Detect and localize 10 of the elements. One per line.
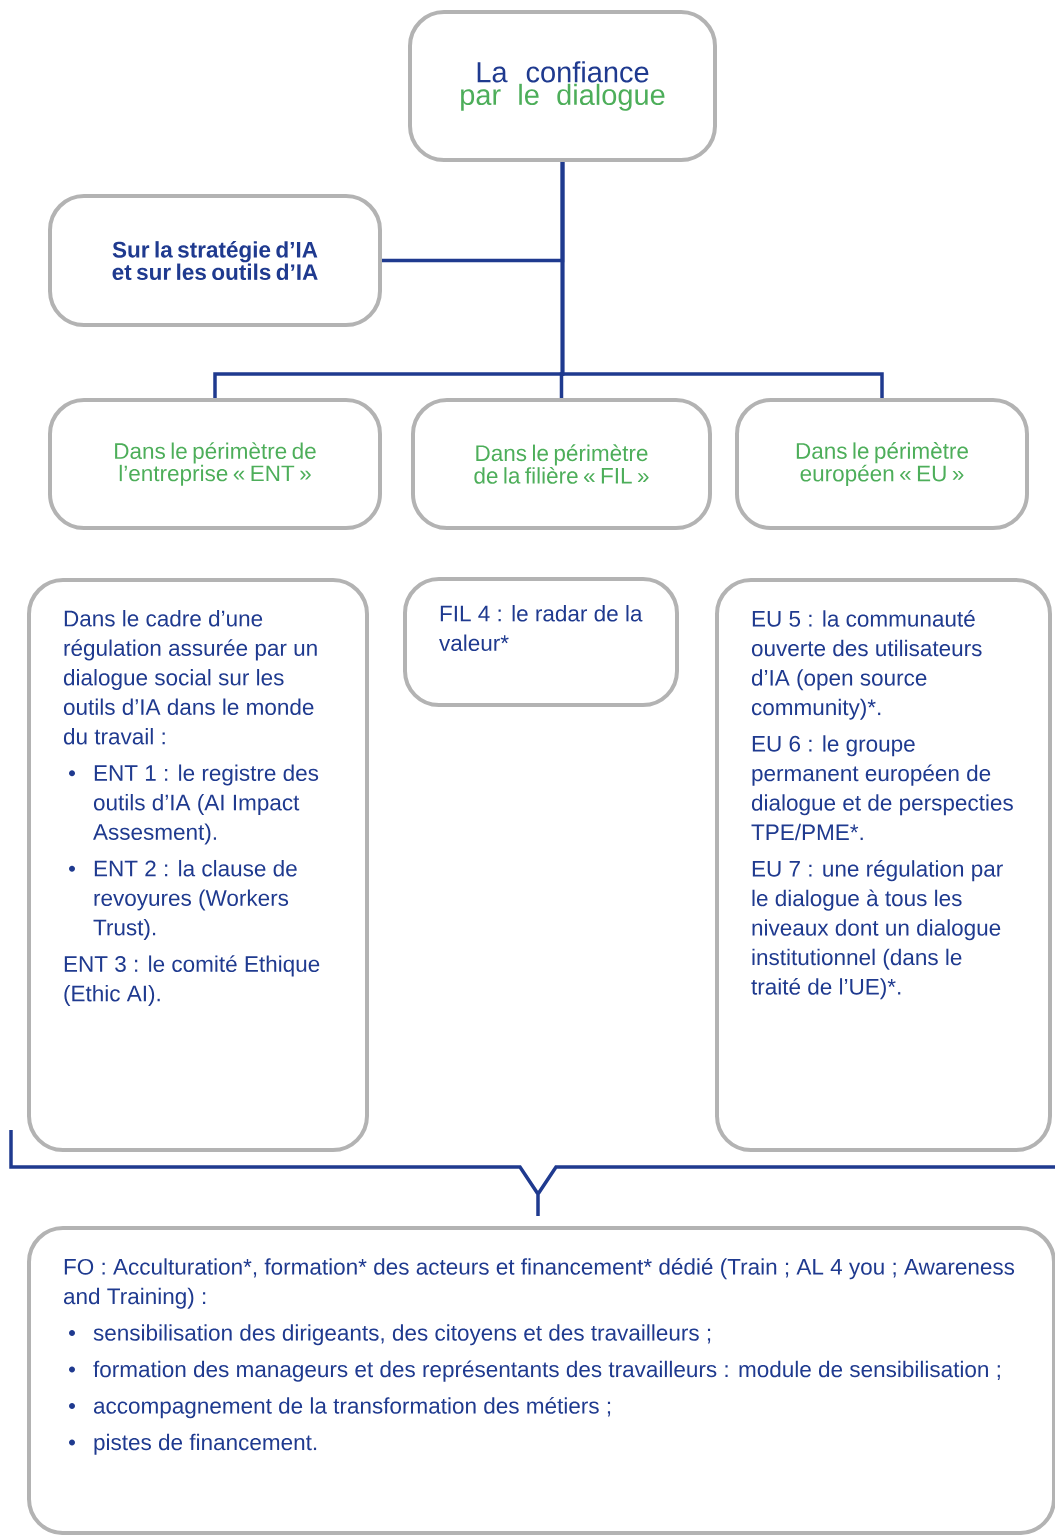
text-box: FO : Acculturation*, formation* des acteurs et financement* dédié (Train ; AL 4 you ; Awareness and Training) : sensibilisation des dirigeants, des citoyens et des travailleurs ; formation des manageurs et des représentants des travailleurs : module de sensibilisation ; accompagnement de la transformation des métiers ; pistes de financement. [27,1226,1055,1535]
topic-box: Sur la stratégie d’IA et sur les outils d’IA [48,194,382,327]
text-box: EU 5 : la communauté ouverte des utilisateurs d’IA (open source community)*. EU 6 : le groupe permanent européen de dialogue et de perspecties TPE/PME*. EU 7 : une régulation par le dialogue à tous les niveaux dont un dialogue institutionnel (dans le traité de l’UE)*. [715,578,1052,1152]
title-box: La confiance par le dialogue [408,10,717,162]
connector-line [560,162,884,398]
text-box: FIL 4 : le radar de la valeur* [403,577,679,707]
text-box: Dans le cadre d’une régulation assurée par un dialogue social sur les outils d’IA dans le monde du travail : ENT 1 : le registre des outils d’IA (AI Impact Assesment). ENT 2 : la clause de revoyures (Workers Trust). ENT 3 : le comité Ethique (Ethic AI). [27,578,369,1152]
scope-box: Dans le périmètre de l’entreprise « ENT » [48,398,382,530]
scope-box: Dans le périmètre européen « EU » [735,398,1029,530]
scope-box: Dans le périmètre de la filière « FIL » [411,398,712,530]
